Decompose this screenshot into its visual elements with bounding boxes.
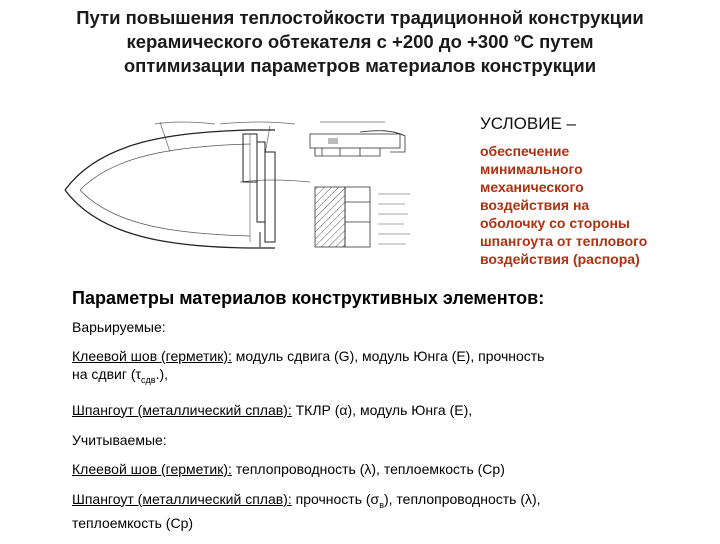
slide-title: Пути повышения теплостойкости традиционн… bbox=[20, 6, 700, 78]
condition-line: оболочку со стороны bbox=[480, 215, 630, 231]
condition-line: обеспечение bbox=[480, 143, 570, 159]
parameters-heading: Параметры материалов конструктивных элем… bbox=[72, 288, 545, 308]
frame-section bbox=[242, 133, 276, 247]
hatched-section bbox=[314, 186, 371, 248]
title-line-1: Пути повышения теплостойкости традиционн… bbox=[76, 7, 644, 28]
varied-label: Варьируемые: bbox=[72, 319, 166, 335]
sealant-varied-paragraph: Клеевой шов (герметик): модуль сдвига (G… bbox=[72, 347, 702, 389]
condition-line: воздействия на bbox=[480, 197, 590, 213]
title-line-3: оптимизации параметров материалов констр… bbox=[123, 55, 597, 76]
fairing-drawing bbox=[64, 121, 410, 249]
sealant-term: Клеевой шов (герметик): bbox=[72, 348, 232, 364]
condition-heading: УСЛОВИЕ – bbox=[480, 114, 576, 133]
frame-term: Шпангоут (металлический сплав): bbox=[72, 490, 292, 507]
tau-subscript: сдв bbox=[141, 374, 156, 385]
frame-varied-text: ТКЛР (α), модуль Юнга (E), bbox=[291, 401, 473, 418]
frame-considered-paragraph: Шпангоут (металлический сплав): прочност… bbox=[72, 490, 702, 532]
tau-symbol: τ bbox=[135, 366, 142, 382]
title-line-2: керамического обтекателя с +200 до +300 … bbox=[126, 31, 594, 52]
frame-varied-paragraph: Шпангоут (металлический сплав): ТКЛР (α)… bbox=[72, 401, 702, 419]
sealant-considered-paragraph: Клеевой шов (герметик): теплопроводность… bbox=[72, 460, 702, 478]
shear-text-b: .), bbox=[155, 366, 169, 382]
section-legend bbox=[378, 193, 410, 245]
considered-label: Учитываемые: bbox=[72, 431, 167, 448]
condition-text: обеспечение минимального механического в… bbox=[480, 142, 710, 268]
condition-block: УСЛОВИЕ – обеспечение минимального механ… bbox=[480, 114, 710, 268]
condition-line: механического bbox=[480, 179, 584, 195]
condition-line: минимального bbox=[480, 161, 583, 177]
frame-considered-line2: теплоемкость (Ср) bbox=[72, 514, 194, 531]
parameters-section: Параметры материалов конструктивных элем… bbox=[72, 287, 702, 544]
sealant-varied-text: модуль сдвига (G), модуль Юнга (E), проч… bbox=[231, 348, 545, 364]
frame-considered-text-a: прочность (σ bbox=[291, 490, 380, 507]
condition-line: воздействия (распора) bbox=[480, 251, 640, 267]
frame-term: Шпангоут (металлический сплав): bbox=[72, 401, 292, 418]
shear-text-a: на сдвиг ( bbox=[72, 366, 136, 382]
sigma-subscript: в bbox=[379, 499, 384, 510]
frame-considered-text-b: ), теплопроводность (λ), bbox=[383, 490, 541, 507]
radome-shell bbox=[64, 129, 275, 249]
condition-line: шпангоута от теплового bbox=[480, 233, 648, 249]
sealant-considered-text: теплопроводность (λ), теплоемкость (Ср) bbox=[231, 460, 505, 477]
detail-view bbox=[309, 130, 406, 157]
sealant-term: Клеевой шов (герметик): bbox=[72, 460, 232, 477]
